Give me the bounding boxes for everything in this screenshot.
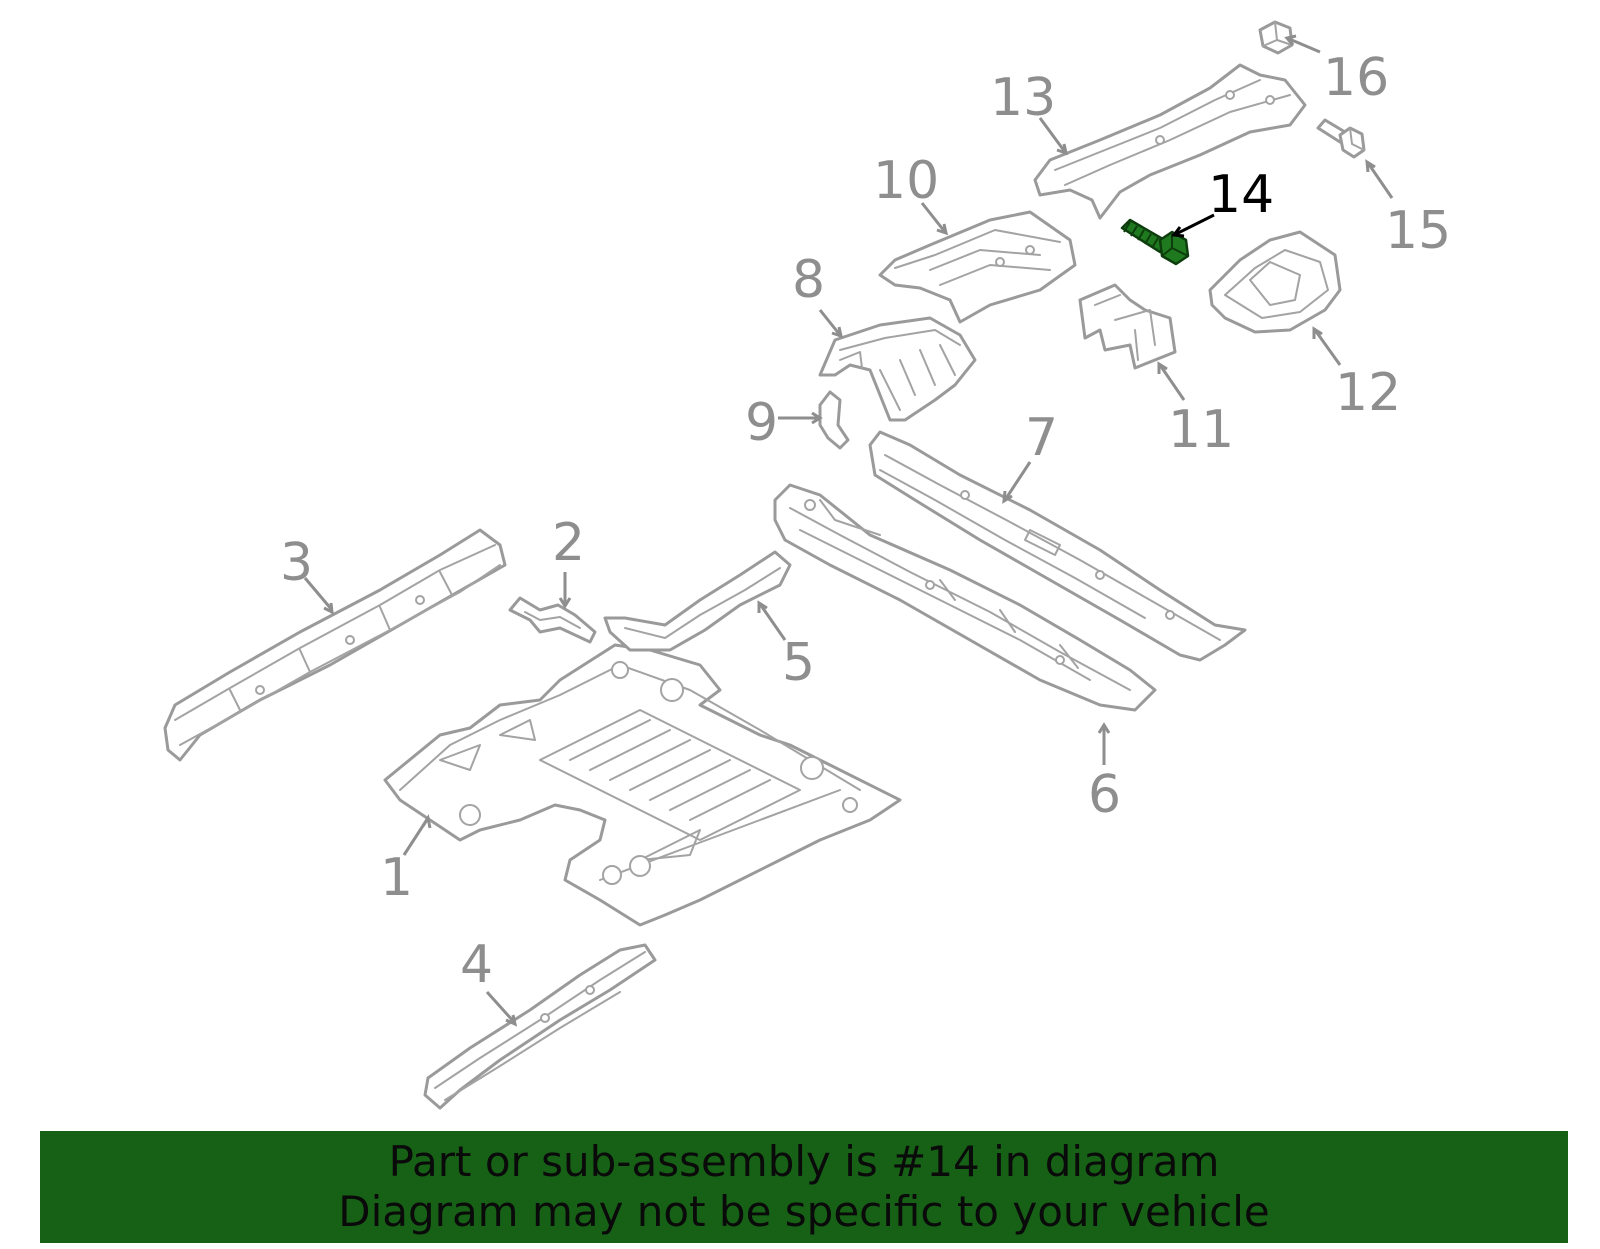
callout-10: 10	[873, 151, 939, 211]
callout-6: 6	[1088, 765, 1121, 825]
callout-7: 7	[1025, 408, 1058, 468]
callout-labels: 1 2 3 4 5 6 7 8 9 10 11 12 13 14 15 16	[280, 48, 1451, 995]
callout-16: 16	[1323, 48, 1389, 108]
part-10-crossmember	[878, 210, 1077, 324]
part-9-clip	[818, 390, 850, 450]
part-14-bolt	[1120, 218, 1190, 266]
part-5-curved-bracket	[603, 550, 792, 652]
part-2-bracket	[508, 596, 597, 644]
part-1-floor-pan	[383, 643, 902, 927]
part-3-left-rail	[163, 528, 507, 762]
callout-2: 2	[552, 513, 585, 573]
part-12-cover	[1208, 230, 1342, 334]
callout-4: 4	[460, 935, 493, 995]
callout-5: 5	[782, 633, 815, 693]
callout-14: 14	[1208, 165, 1274, 225]
callout-12: 12	[1335, 363, 1401, 423]
part-15-bolt	[1316, 118, 1366, 159]
callout-11: 11	[1168, 400, 1234, 460]
callout-1: 1	[380, 848, 413, 908]
part-6-long-rail	[773, 483, 1157, 712]
callout-15: 15	[1385, 201, 1451, 261]
part-7-upper-rail	[868, 430, 1247, 662]
banner-line-2: Diagram may not be specific to your vehi…	[338, 1187, 1270, 1236]
part-8-panel	[818, 316, 977, 422]
callout-leaders	[303, 34, 1394, 1027]
banner-line-1: Part or sub-assembly is #14 in diagram	[388, 1137, 1220, 1186]
info-banner: Part or sub-assembly is #14 in diagram D…	[40, 1131, 1568, 1243]
callout-13: 13	[990, 68, 1056, 128]
part-4-lower-rail	[423, 943, 657, 1110]
callout-8: 8	[792, 250, 825, 310]
callout-9: 9	[745, 393, 778, 453]
callout-3: 3	[280, 533, 313, 593]
part-13-upper-crossmember	[1033, 63, 1307, 220]
part-11-bracket	[1078, 283, 1177, 370]
